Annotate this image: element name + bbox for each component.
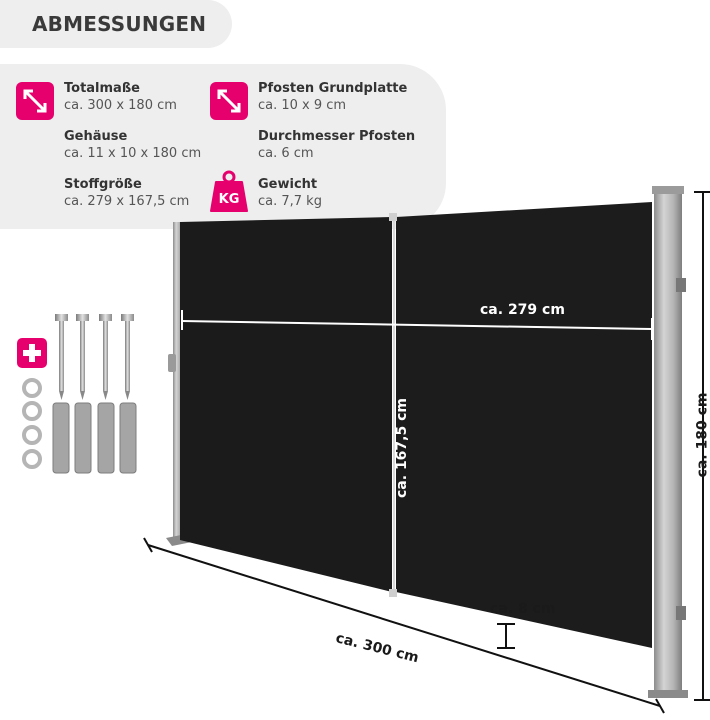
dimension-label-fabric-width: ca. 279 cm: [480, 302, 565, 318]
spec-value: ca. 11 x 10 x 180 cm: [64, 146, 202, 161]
dimension-label-ground-gap: ca. 8 cm: [490, 601, 556, 617]
spec-value: ca. 10 x 9 cm: [258, 98, 347, 113]
wall-plug-icon: [119, 402, 137, 474]
spec-label: Gewicht: [258, 177, 318, 192]
dimension-lines: [181, 310, 653, 340]
wall-plugs: [52, 402, 137, 474]
spec-label: Stoffgröße: [64, 177, 142, 192]
screw-icon: [99, 314, 112, 400]
page-title: ABMESSUNGEN: [32, 12, 207, 36]
wall-plug-icon: [52, 402, 70, 474]
spec-label: Durchmesser Pfosten: [258, 129, 416, 144]
screws: [55, 314, 134, 400]
section-title-pill: ABMESSUNGEN: [0, 0, 232, 48]
spec-post-diameter: Durchmesser Pfosten ca. 6 cm: [258, 129, 415, 162]
weight-kg-icon: KG: [210, 170, 248, 212]
screw-icon: [55, 314, 68, 400]
spec-label: Gehäuse: [64, 129, 128, 144]
wall-plug-icon: [97, 402, 115, 474]
dimension-label-total-height: ca. 180 cm: [694, 392, 710, 478]
diagonal-arrow-icon: [210, 82, 248, 120]
washer-icon: [22, 449, 42, 469]
washers: [22, 378, 42, 469]
washer-icon: [22, 378, 42, 398]
spec-value: ca. 7,7 kg: [258, 194, 322, 209]
diagonal-arrow-icon: [16, 82, 54, 120]
spec-label: Pfosten Grundplatte: [258, 81, 408, 96]
washer-icon: [22, 425, 42, 445]
screw-icon: [76, 314, 89, 400]
spec-housing: Gehäuse ca. 11 x 10 x 180 cm: [64, 129, 201, 162]
spec-post-base-plate: Pfosten Grundplatte ca. 10 x 9 cm: [258, 81, 407, 114]
spec-weight: Gewicht ca. 7,7 kg: [258, 177, 322, 210]
dimension-lines-outer: [143, 191, 710, 714]
wall-plug-icon: [74, 402, 92, 474]
dimension-label-fabric-height: ca. 167,5 cm: [393, 398, 410, 498]
spec-value: ca. 279 x 167,5 cm: [64, 194, 190, 209]
spec-fabric-size: Stoffgröße ca. 279 x 167,5 cm: [64, 177, 189, 210]
screw-icon: [121, 314, 134, 400]
washer-icon: [22, 401, 42, 421]
fabric-panels: [180, 202, 652, 648]
right-cassette-post: [648, 186, 688, 698]
spec-label: Totalmaße: [64, 81, 141, 96]
plus-icon: [17, 338, 47, 368]
spec-value: ca. 300 x 180 cm: [64, 98, 177, 113]
spec-value: ca. 6 cm: [258, 146, 314, 161]
spec-total-size: Totalmaße ca. 300 x 180 cm: [64, 81, 177, 114]
weight-icon-text: KG: [219, 192, 240, 207]
